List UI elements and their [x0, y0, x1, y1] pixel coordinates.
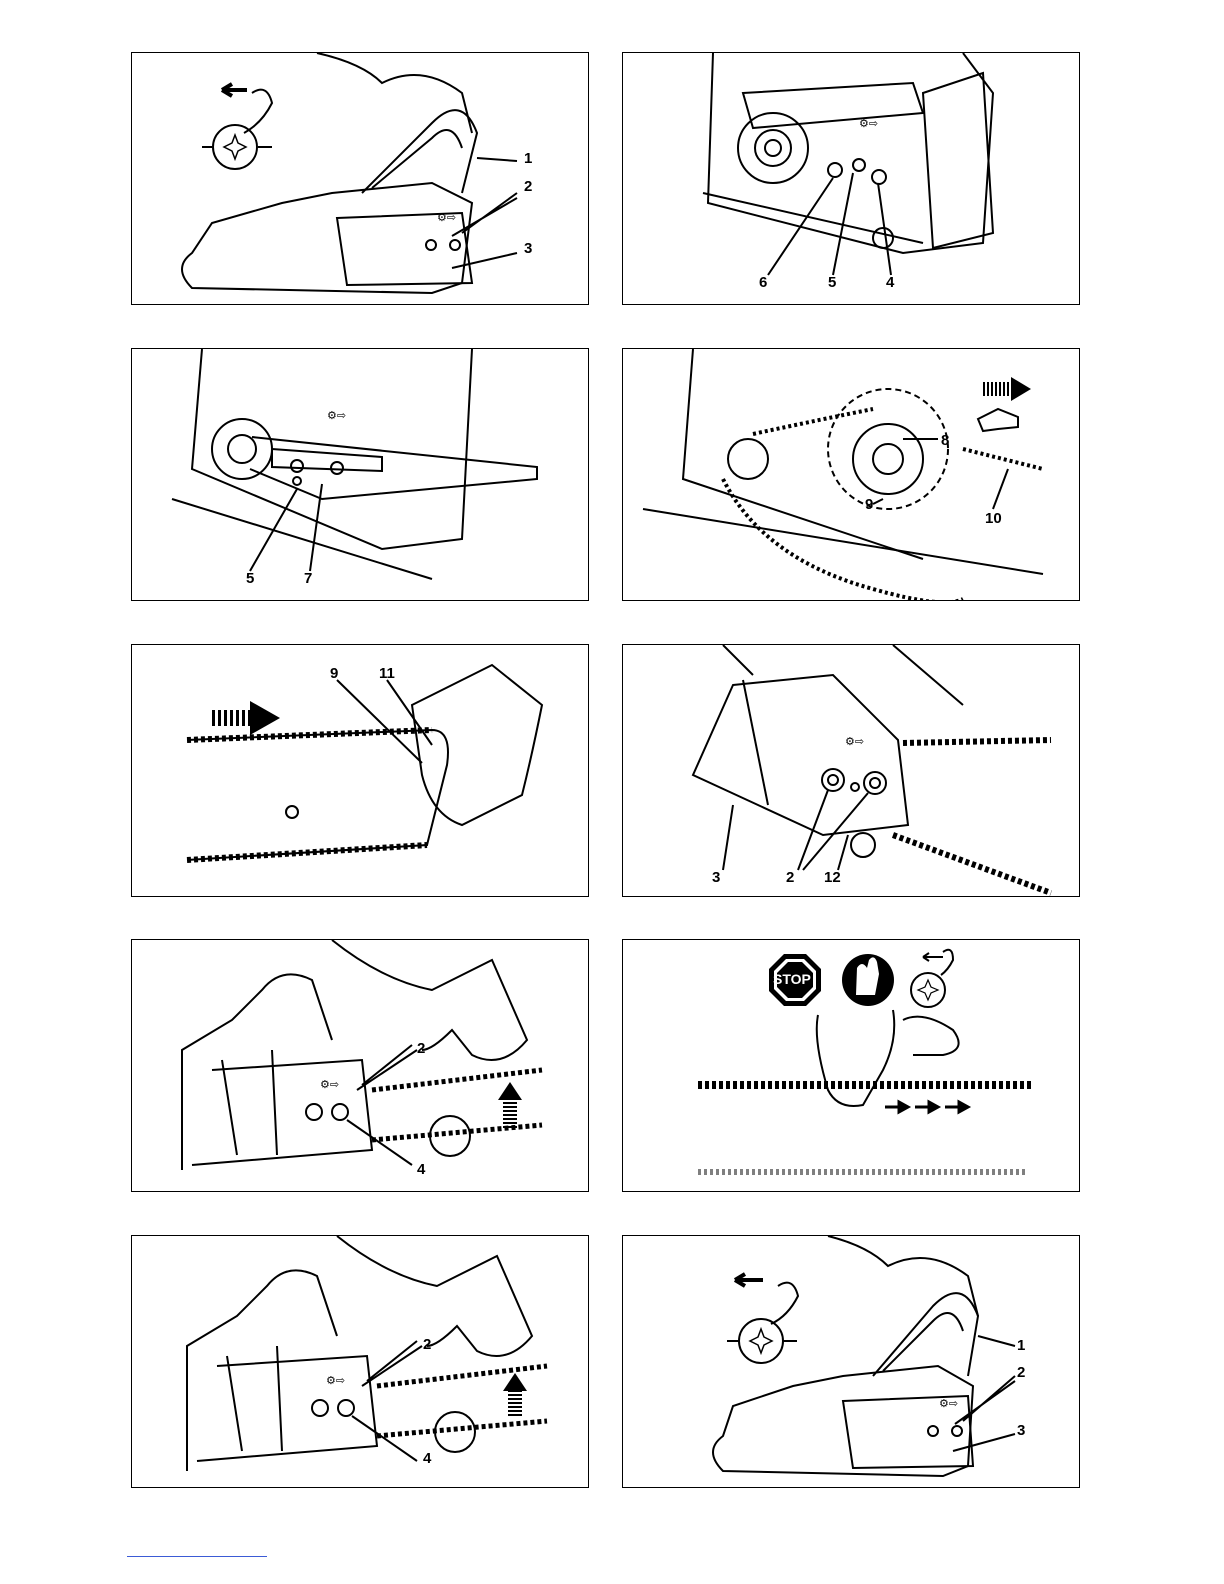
callout-label: 2 — [417, 1041, 425, 1056]
callout-label: 7 — [304, 571, 312, 586]
callout-label: 9 — [865, 497, 873, 512]
sprocket-cover-installed-illustration — [623, 645, 1080, 897]
chain-on-sprocket-illustration — [623, 349, 1080, 601]
symbol-label: ⚙⇨ — [939, 1399, 958, 1410]
chainsaw-brake-illustration — [132, 53, 589, 305]
direction-arrows — [885, 1102, 968, 1112]
figure-panel-6: 3 2 12 ⚙⇨ — [622, 644, 1080, 897]
callout-label: 4 — [886, 275, 894, 290]
callout-label: 5 — [828, 275, 836, 290]
symbol-label: ⚙⇨ — [320, 1080, 339, 1091]
chain-pull-check-illustration — [623, 940, 1080, 1192]
callout-label: 2 — [423, 1337, 431, 1352]
callout-label: 9 — [330, 666, 338, 681]
callout-label: 2 — [786, 870, 794, 885]
callout-label: 3 — [1017, 1423, 1025, 1438]
callout-label: 1 — [1017, 1338, 1025, 1353]
figure-panel-9: 2 4 ⚙⇨ — [131, 1235, 589, 1488]
figure-panel-5: 9 11 — [131, 644, 589, 897]
sprocket-icon — [750, 1329, 772, 1353]
chainsaw-brake-release-illustration — [623, 1236, 1080, 1488]
callout-label: 5 — [246, 571, 254, 586]
figure-panel-4: 8 9 10 — [622, 348, 1080, 601]
sprocket-cover-removed-illustration — [623, 53, 1080, 305]
chain-tension-check-illustration — [132, 940, 589, 1192]
stop-sign-text: STOP — [773, 972, 811, 986]
symbol-label: ⚙⇨ — [437, 213, 456, 224]
callout-label: 4 — [423, 1451, 431, 1466]
sprocket-icon — [224, 135, 246, 159]
gloves-icon — [842, 954, 894, 1006]
figure-panel-7: 2 4 ⚙⇨ — [131, 939, 589, 1192]
callout-label: 2 — [1017, 1365, 1025, 1380]
callout-label: 3 — [712, 870, 720, 885]
callout-label: 2 — [524, 179, 532, 194]
callout-label: 11 — [379, 666, 395, 681]
callout-label: 12 — [824, 870, 841, 885]
guide-bar-mounting-illustration — [132, 349, 589, 601]
callout-label: 3 — [524, 241, 532, 256]
callout-label: 4 — [417, 1162, 425, 1177]
symbol-label: ⚙⇨ — [845, 737, 864, 748]
callout-label: 10 — [985, 511, 1002, 526]
symbol-label: ⚙⇨ — [327, 411, 346, 422]
figure-panel-3: 5 7 ⚙⇨ — [131, 348, 589, 601]
symbol-label: ⚙⇨ — [859, 119, 878, 130]
chain-tension-recheck-illustration — [132, 1236, 589, 1488]
chain-brake-released-icon — [911, 950, 953, 1007]
callout-label: 1 — [524, 151, 532, 166]
figure-panel-2: 6 5 4 ⚙⇨ — [622, 52, 1080, 305]
chain-on-bar-illustration — [132, 645, 589, 897]
figure-panel-8: STOP — [622, 939, 1080, 1192]
symbol-label: ⚙⇨ — [326, 1376, 345, 1387]
figure-panel-10: 1 2 3 ⚙⇨ — [622, 1235, 1080, 1488]
bottom-rule — [127, 1556, 267, 1557]
figure-panel-1: 1 2 3 ⚙⇨ — [131, 52, 589, 305]
callout-label: 8 — [941, 433, 949, 448]
callout-label: 6 — [759, 275, 767, 290]
